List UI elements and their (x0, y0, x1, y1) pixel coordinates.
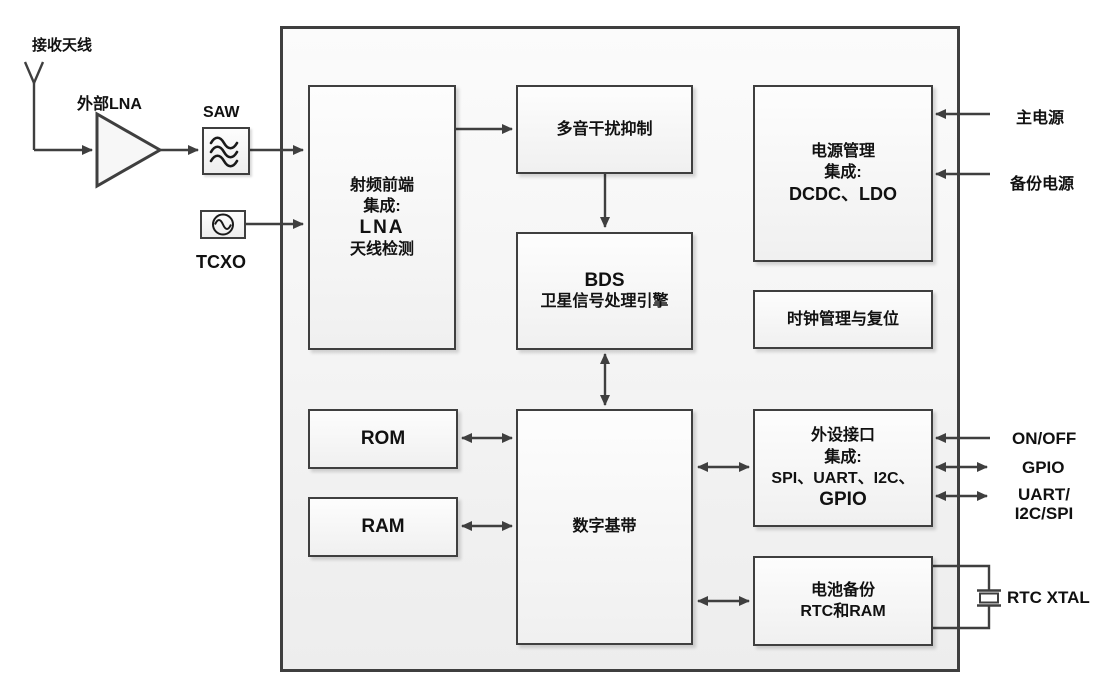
amplifier-triangle-icon (95, 111, 164, 189)
block-multitone-suppression: 多音干扰抑制 (516, 85, 693, 174)
ram-label: RAM (361, 516, 405, 538)
label-gpio: GPIO (1022, 458, 1065, 477)
label-backup-power: 备份电源 (1010, 176, 1075, 193)
block-ram: RAM (308, 497, 458, 557)
tcxo-box (200, 210, 246, 239)
label-external-lna: 外部LNA (77, 96, 142, 113)
peripheral-line4: GPIO (819, 488, 867, 510)
power-mgmt-line3: DCDC、LDO (789, 183, 897, 204)
rf-frontend-line3: LNA (359, 217, 405, 239)
label-uart-line1: UART/ (1018, 485, 1070, 504)
label-on-off: ON/OFF (1012, 429, 1077, 448)
block-rom: ROM (308, 409, 458, 469)
peripheral-line1: 外设接口 (810, 427, 875, 445)
label-rtc-xtal: RTC XTAL (1007, 588, 1090, 607)
saw-wave-icon (209, 136, 239, 168)
block-battery-backup: 电池备份 RTC和RAM (753, 556, 933, 646)
label-saw: SAW (203, 104, 240, 121)
rtc-crystal-icon (977, 589, 1001, 607)
bds-engine-line1: BDS (584, 269, 625, 291)
peripheral-line3: SPI、UART、I2C、 (771, 469, 915, 487)
power-mgmt-line1: 电源管理 (810, 142, 875, 160)
block-clock-reset: 时钟管理与复位 (753, 290, 933, 349)
label-uart-i2c-spi: UART/ I2C/SPI (1008, 485, 1080, 523)
rf-frontend-line4: 天线检测 (349, 240, 414, 258)
bds-engine-line2: 卫星信号处理引擎 (540, 293, 669, 311)
block-peripheral-interface: 外设接口 集成: SPI、UART、I2C、 GPIO (753, 409, 933, 527)
block-power-management: 电源管理 集成: DCDC、LDO (753, 85, 933, 262)
label-receive-antenna: 接收天线 (32, 37, 93, 54)
rf-frontend-line1: 射频前端 (349, 176, 414, 194)
label-main-power: 主电源 (1016, 110, 1065, 127)
block-rf-frontend: 射频前端 集成: LNA 天线检测 (308, 85, 456, 350)
baseband-label: 数字基带 (572, 518, 637, 536)
battery-backup-line1: 电池备份 (810, 581, 875, 599)
saw-filter-box (202, 127, 250, 175)
label-uart-line2: I2C/SPI (1014, 503, 1074, 523)
peripheral-line2: 集成: (824, 448, 862, 466)
power-mgmt-line2: 集成: (824, 163, 862, 181)
multitone-label: 多音干扰抑制 (556, 120, 653, 138)
oscillator-sine-icon (212, 213, 234, 236)
rf-frontend-line2: 集成: (363, 198, 401, 216)
battery-backup-line2: RTC和RAM (800, 603, 886, 620)
block-digital-baseband: 数字基带 (516, 409, 693, 645)
antenna-icon (23, 61, 45, 87)
label-tcxo: TCXO (196, 252, 247, 272)
block-bds-engine: BDS 卫星信号处理引擎 (516, 232, 693, 350)
clock-reset-label: 时钟管理与复位 (786, 310, 899, 328)
rom-label: ROM (360, 428, 406, 450)
